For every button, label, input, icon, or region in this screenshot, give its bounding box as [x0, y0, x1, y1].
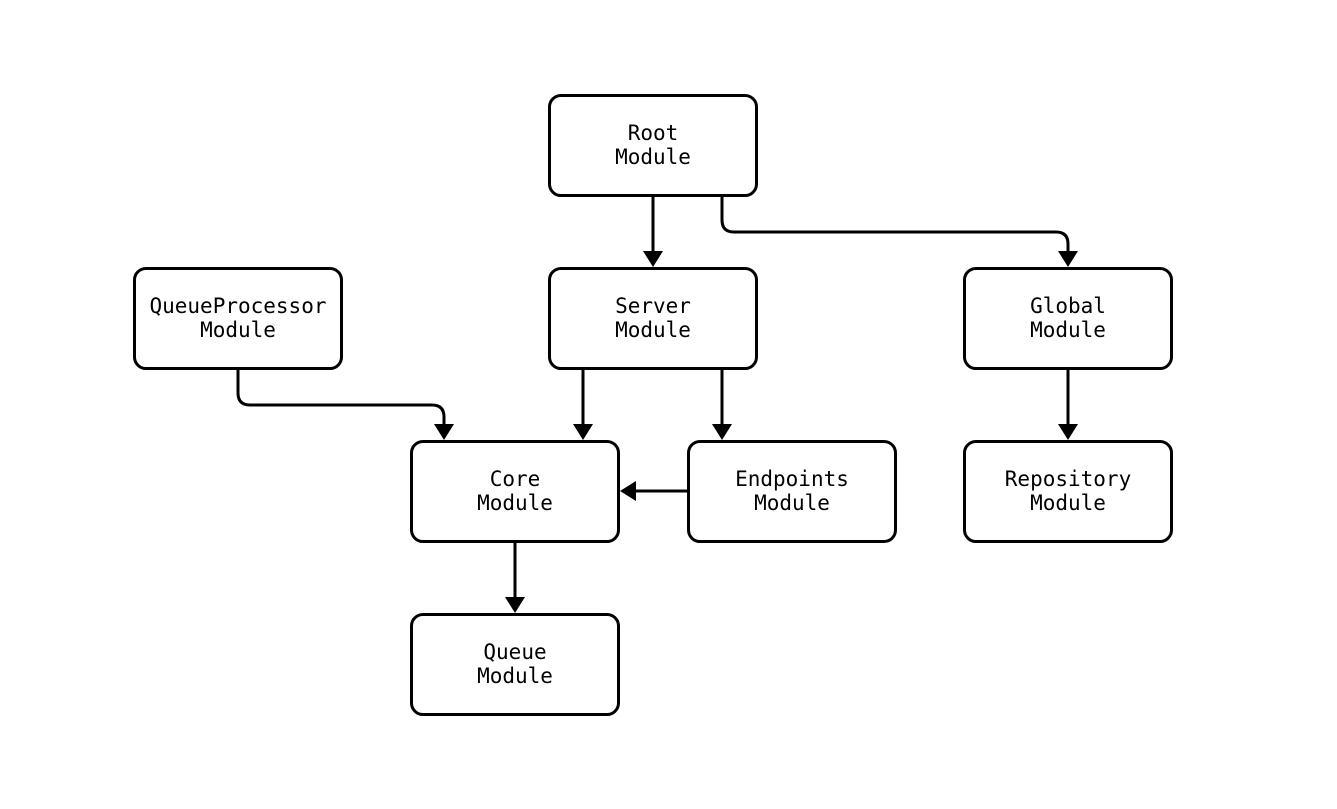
node-label-secondary: Module	[615, 144, 691, 169]
arrowhead-root-to-server	[643, 251, 663, 267]
node-label-primary: Core	[489, 466, 541, 491]
node-label-primary: Server	[615, 293, 691, 318]
arrowhead-queueprocessor-to-core	[434, 424, 454, 440]
node-label-secondary: Module	[477, 663, 553, 688]
arrowhead-server-to-core	[573, 424, 593, 440]
node-label-secondary: Module	[1030, 490, 1106, 515]
edge-queueprocessor-to-core	[236, 370, 446, 424]
arrowhead-endpoints-to-core	[620, 481, 636, 501]
node-label-secondary: Module	[1030, 317, 1106, 342]
node-label-primary: Root	[627, 120, 679, 145]
node-label-secondary: Module	[200, 317, 276, 342]
arrowhead-server-to-endpoints	[712, 424, 732, 440]
node-label-secondary: Module	[477, 490, 553, 515]
node-label-primary: Repository	[1004, 466, 1132, 491]
node-label-primary: Global	[1030, 293, 1106, 318]
node-label-primary: QueueProcessor	[149, 293, 327, 318]
node-label-secondary: Module	[615, 317, 691, 342]
arrowhead-core-to-queue	[505, 597, 525, 613]
edge-root-to-global	[720, 197, 1070, 251]
node-label-primary: Endpoints	[735, 466, 849, 491]
arrowhead-root-to-global	[1058, 251, 1078, 267]
node-label-secondary: Module	[754, 490, 830, 515]
node-label-primary: Queue	[483, 639, 547, 664]
arrowhead-global-to-repository	[1058, 424, 1078, 440]
